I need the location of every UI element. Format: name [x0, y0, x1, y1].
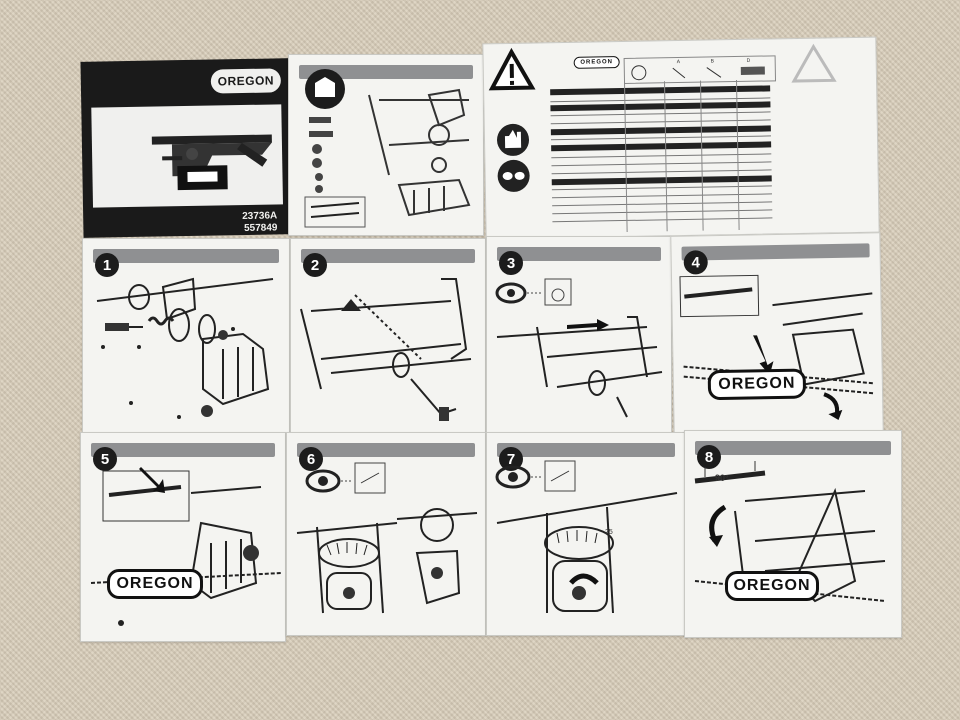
cover-panel: OREGON 23736A 557849 — [80, 58, 294, 238]
column-a: A — [676, 59, 681, 66]
step-number: 4 — [683, 250, 708, 275]
column-d: D — [746, 57, 751, 64]
step-6-panel: 6 — [286, 432, 486, 636]
parts-panel — [288, 54, 484, 236]
table-column-headers: A B D — [623, 55, 777, 84]
step-5-diagram — [90, 467, 282, 626]
gloves-icon — [497, 123, 530, 156]
cover-logo: OREGON — [210, 68, 282, 94]
step-number: 7 — [499, 447, 523, 471]
step-2-panel: 2 — [290, 238, 486, 434]
angle-scale-label: 25 — [605, 529, 613, 536]
angle-label: 90° — [715, 473, 729, 483]
warning-triangle-icon — [488, 47, 536, 91]
panel-header-bar — [497, 443, 675, 457]
safety-icons — [488, 43, 837, 192]
rotate-arrow-icon — [823, 392, 840, 417]
panel-header-bar — [93, 249, 279, 263]
step-8-panel: 8 90° OREGON — [684, 430, 902, 638]
panel-header-bar — [301, 249, 475, 263]
panel-header-bar — [681, 243, 870, 261]
eye-icon — [305, 469, 341, 493]
product-photo — [91, 104, 283, 208]
eye-icon — [495, 465, 531, 489]
step-7-diagram — [495, 460, 678, 614]
step-7-panel: 7 25 — [486, 432, 686, 636]
step-number: 1 — [95, 253, 119, 277]
panel-header-bar — [297, 443, 475, 457]
step-number: 6 — [299, 447, 323, 471]
step-number: 5 — [93, 447, 117, 471]
box-icon — [315, 77, 335, 97]
bar-brand-logo: OREGON — [725, 571, 819, 601]
column-b: B — [710, 58, 715, 65]
panel-header-bar — [695, 441, 891, 455]
bar-brand-logo: OREGON — [107, 569, 203, 599]
specifications-panel: OREGON A B D — [482, 36, 880, 240]
bar-brand-logo: OREGON — [707, 368, 807, 401]
panel-header-bar — [91, 443, 275, 457]
rotate-arrow-icon — [569, 573, 599, 585]
step-number: 2 — [303, 253, 327, 277]
step-3-diagram — [495, 278, 663, 418]
step-3-panel: 3 — [486, 236, 672, 434]
parts-diagram — [304, 69, 471, 228]
step-4-panel: 4 OREGON — [670, 232, 884, 436]
step-1-panel: 1 — [82, 238, 290, 434]
goggles-icon — [497, 159, 530, 192]
panel-header-bar — [497, 247, 661, 261]
step-4-diagram — [679, 274, 875, 420]
step-5-panel: 5 OREGON — [80, 432, 286, 642]
panel-header-bar — [299, 65, 473, 79]
step-1-diagram — [96, 277, 274, 419]
chain-grinder-illustration — [151, 134, 272, 191]
cover-code-1: 23736A — [242, 210, 278, 223]
step-number: 8 — [697, 445, 721, 469]
cover-code-2: 557849 — [243, 222, 278, 235]
chain-spec-table — [550, 79, 773, 233]
rotate-arrow-icon — [709, 504, 727, 543]
step-8-diagram — [694, 461, 886, 603]
step-6-diagram — [296, 462, 478, 614]
eye-icon — [495, 282, 527, 304]
step-number: 3 — [499, 251, 523, 275]
step-2-diagram — [300, 278, 472, 421]
table-brand-logo: OREGON — [573, 56, 620, 69]
